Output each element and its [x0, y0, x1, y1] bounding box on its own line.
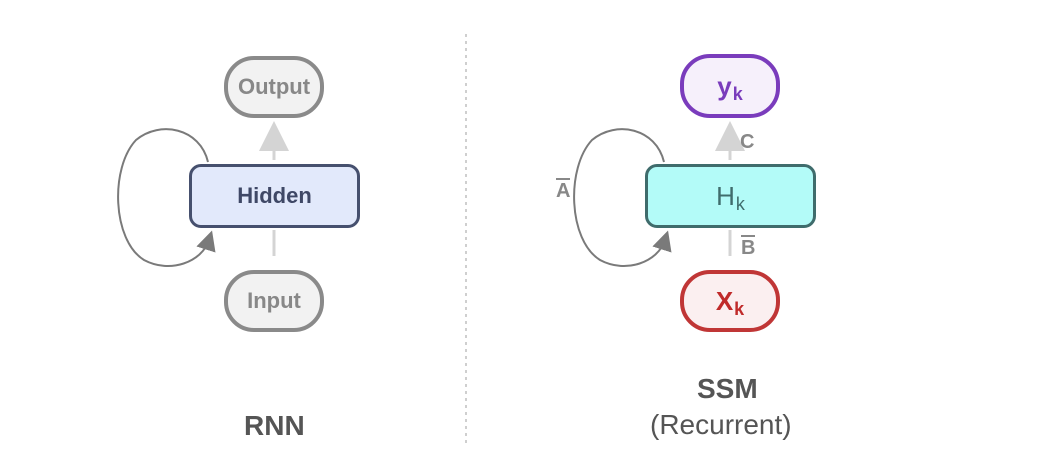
ssm-b-letter: B [741, 237, 756, 259]
rnn-recurrent-loop [117, 128, 216, 268]
rnn-hidden-label: Hidden [237, 183, 312, 208]
ssm-a-overbar [556, 178, 571, 180]
rnn-input-node: Input [224, 270, 324, 332]
ssm-output-subscript: k [732, 83, 743, 104]
rnn-output-node: Output [224, 56, 324, 118]
rnn-output-label: Output [237, 74, 311, 99]
ssm-c-label: C [740, 131, 755, 153]
rnn-input-label: Input [247, 288, 301, 313]
rnn-title: RNN [244, 410, 305, 441]
ssm-output-label: y [717, 70, 732, 101]
ssm-hidden-subscript: k [735, 193, 745, 214]
ssm-a-letter: A [556, 180, 571, 202]
ssm-title: SSM [697, 373, 758, 404]
ssm-subtitle: (Recurrent) [650, 409, 792, 440]
ssm-a-bar-label: A [556, 178, 571, 203]
ssm-hidden-label: H [716, 180, 735, 211]
rnn-hidden-node: Hidden [189, 164, 360, 228]
ssm-b-overbar [741, 235, 756, 237]
ssm-input-label: X [715, 285, 734, 316]
ssm-recurrent-loop [573, 128, 672, 268]
ssm-b-bar-label: B [741, 235, 756, 260]
ssm-input-subscript: k [734, 298, 745, 319]
